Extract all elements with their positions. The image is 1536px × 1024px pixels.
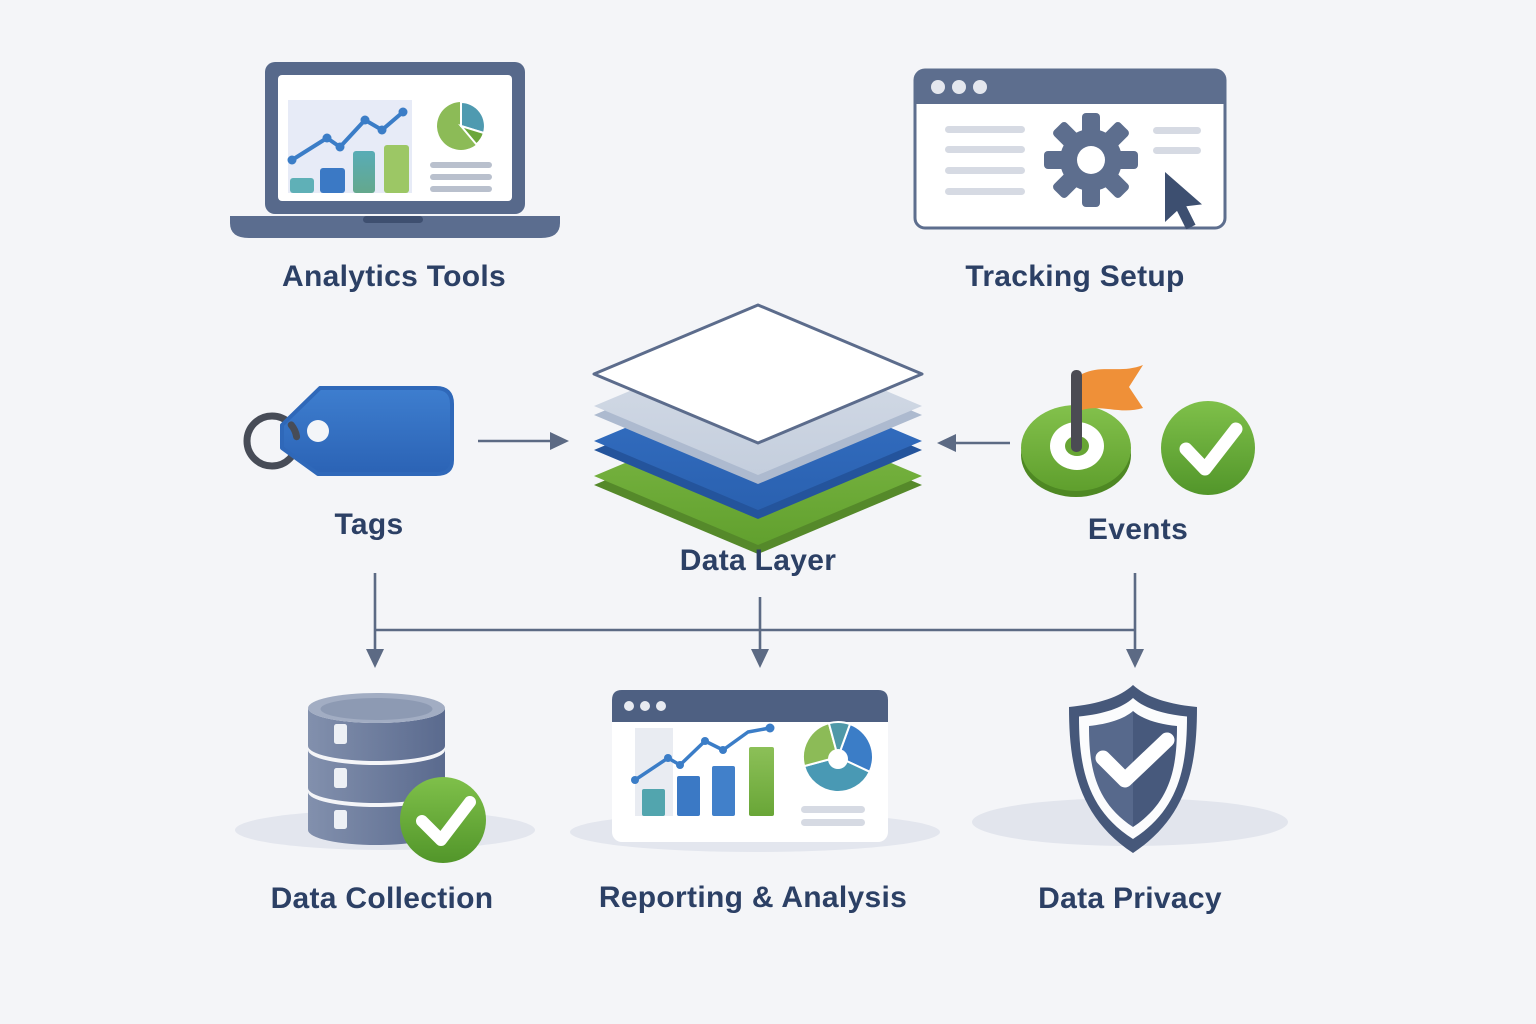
target-flag-check-icon — [1021, 365, 1255, 497]
arrow-down-head-left — [366, 649, 384, 668]
events-label: Events — [1087, 513, 1189, 546]
cursor-icon — [1165, 172, 1202, 230]
data-privacy-label: Data Privacy — [1038, 882, 1222, 915]
stacked-layers-icon — [592, 303, 924, 554]
data-collection-label: Data Collection — [270, 882, 494, 915]
shield-check-icon — [972, 685, 1288, 853]
tracking-setup-label: Tracking Setup — [965, 260, 1185, 293]
browser-gear-cursor-icon — [913, 68, 1227, 230]
arrow-right-head — [550, 432, 569, 450]
reporting-analysis-label: Reporting & Analysis — [598, 881, 908, 914]
arrow-left-head — [937, 434, 956, 452]
flag-icon — [1082, 365, 1143, 411]
analytics-tools-label: Analytics Tools — [282, 260, 506, 293]
price-tag-icon — [243, 386, 454, 476]
laptop-analytics-icon — [230, 62, 560, 238]
arrow-down-head-right — [1126, 649, 1144, 668]
browser-charts-icon — [570, 690, 940, 852]
data-layer-label: Data Layer — [679, 544, 837, 577]
target-flag-icon — [1021, 365, 1143, 497]
tags-label: Tags — [334, 508, 404, 541]
check-circle-icon — [400, 777, 486, 863]
database-check-icon — [235, 693, 535, 863]
arrow-down-head-center — [751, 649, 769, 668]
check-circle-icon — [1161, 401, 1255, 495]
gear-icon — [1044, 113, 1138, 207]
